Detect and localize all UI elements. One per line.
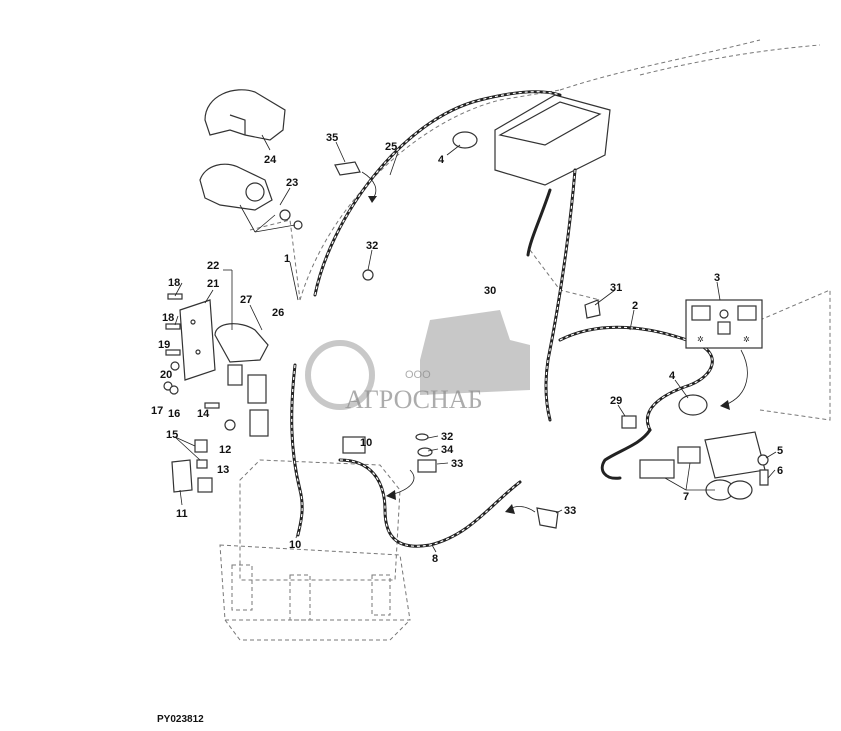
callout-10b: 10 (289, 539, 301, 551)
callout-16: 16 (168, 408, 180, 420)
callout-18a: 18 (168, 277, 180, 289)
callout-19: 19 (158, 339, 170, 351)
callout-23: 23 (286, 177, 298, 189)
harness-25 (313, 90, 562, 297)
callout-31: 31 (610, 282, 622, 294)
company-watermark: ООО АГРОСНАБ (305, 310, 530, 414)
clip-33-lower (536, 507, 559, 529)
callout-2: 2 (632, 300, 638, 312)
callout-10a: 10 (360, 437, 372, 449)
callout-labels: 24 23 35 25 4 32 22 1 18 21 30 27 26 18 … (151, 132, 783, 565)
callout-30: 30 (484, 285, 496, 297)
callout-15: 15 (166, 429, 178, 441)
callout-22: 22 (207, 260, 219, 272)
callout-7: 7 (683, 491, 689, 503)
callout-11: 11 (176, 508, 188, 520)
svg-text:✲: ✲ (697, 335, 704, 344)
callout-1: 1 (284, 253, 290, 265)
watermark-company: АГРОСНАБ (345, 385, 483, 414)
clip-4-right (678, 394, 708, 416)
starter-cover (204, 89, 286, 141)
callout-6: 6 (777, 465, 783, 477)
callout-27: 27 (240, 294, 252, 306)
callout-8: 8 (432, 553, 438, 565)
cab-outline (249, 39, 831, 421)
clip-35 (334, 161, 361, 176)
harness-8 (338, 458, 522, 548)
engine-block (219, 459, 411, 641)
callout-32b: 32 (441, 431, 453, 443)
callout-34: 34 (441, 444, 454, 456)
callout-21: 21 (207, 278, 219, 290)
svg-text:✲: ✲ (743, 335, 750, 344)
grommet-32 (362, 269, 374, 281)
watermark-prefix: ООО (405, 369, 431, 381)
callout-24: 24 (264, 154, 277, 166)
callout-32a: 32 (366, 240, 378, 252)
harness-10 (290, 363, 304, 537)
callout-5: 5 (777, 445, 783, 457)
callout-13: 13 (217, 464, 229, 476)
callout-14: 14 (197, 408, 210, 420)
connector-group-33 (342, 433, 437, 473)
callout-17: 17 (151, 405, 163, 417)
callout-33a: 33 (451, 458, 463, 470)
callout-20: 20 (160, 369, 172, 381)
switch-cluster (639, 431, 769, 501)
connector-29 (621, 415, 637, 429)
harness-vertical (526, 168, 577, 422)
harness-2 (558, 325, 714, 480)
starter-motor (199, 163, 303, 230)
callout-25: 25 (385, 141, 397, 153)
callout-33b: 33 (564, 505, 576, 517)
callout-26: 26 (272, 307, 284, 319)
leader-lines (174, 134, 777, 553)
callout-12: 12 (219, 444, 231, 456)
callout-29: 29 (610, 395, 622, 407)
drawing-id: PY023812 (157, 714, 204, 725)
callout-18b: 18 (162, 312, 174, 324)
clip-4-top (452, 131, 478, 149)
callout-3: 3 (714, 272, 720, 284)
relay-bracket (179, 299, 216, 381)
pointer-arrows (361, 171, 748, 514)
callout-4b: 4 (669, 370, 676, 382)
small-parts-left (163, 293, 236, 493)
relay-module (214, 323, 269, 437)
fuse-box (494, 94, 611, 186)
control-panel: ✲ ✲ (685, 299, 763, 349)
callout-35: 35 (326, 132, 338, 144)
callout-4a: 4 (438, 154, 445, 166)
